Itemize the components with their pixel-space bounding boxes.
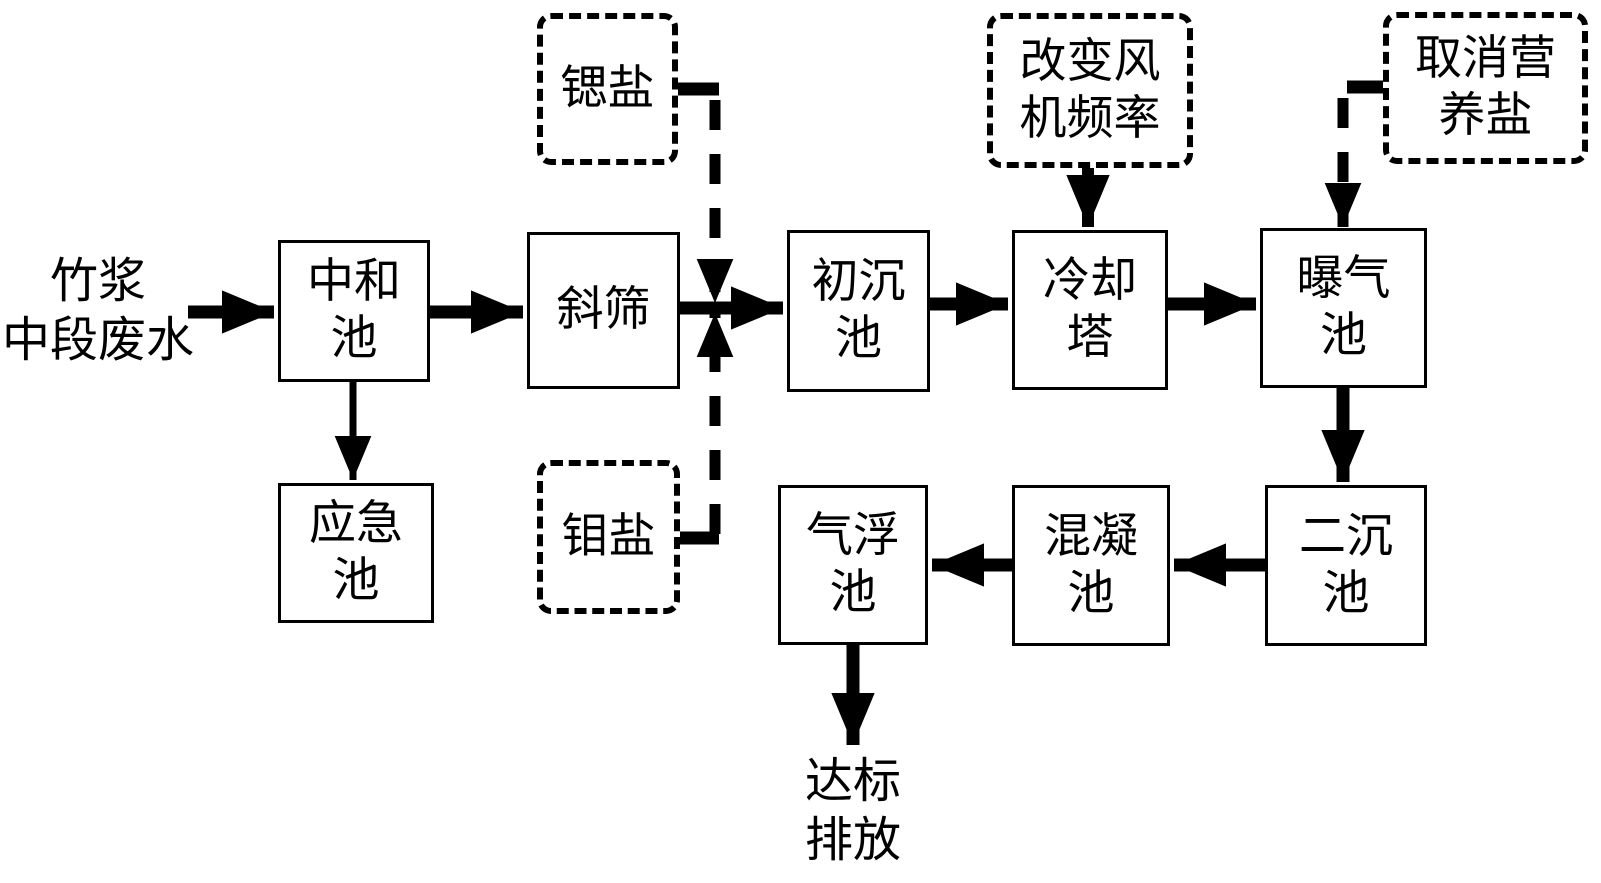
box-air-flotation-pool: 气浮 池 <box>778 485 928 645</box>
dashed-box-change-fan-frequency: 改变风 机频率 <box>987 13 1193 168</box>
outlet-label: 达标 排放 <box>804 755 901 867</box>
dashed-box-strontium-salt: 锶盐 <box>537 13 678 165</box>
box-primary-sedimentation-pool: 初沉 池 <box>787 230 930 392</box>
dashed-box-cancel-nutrient-salt: 取消营 养盐 <box>1383 12 1588 164</box>
box-coagulation-pool: 混凝 池 <box>1012 485 1170 646</box>
box-aeration-pool: 曝气 池 <box>1260 228 1427 388</box>
dashed-box-molybdenum-salt: 钼盐 <box>537 460 680 614</box>
box-secondary-sedimentation-pool: 二沉 池 <box>1265 485 1427 646</box>
box-inclined-screen: 斜筛 <box>527 232 680 389</box>
box-neutralization-pool: 中和 池 <box>278 240 430 382</box>
box-emergency-pool: 应急 池 <box>278 483 434 623</box>
inlet-label: 竹浆 中段废水 <box>1 255 194 367</box>
box-cooling-tower: 冷却 塔 <box>1012 230 1168 390</box>
